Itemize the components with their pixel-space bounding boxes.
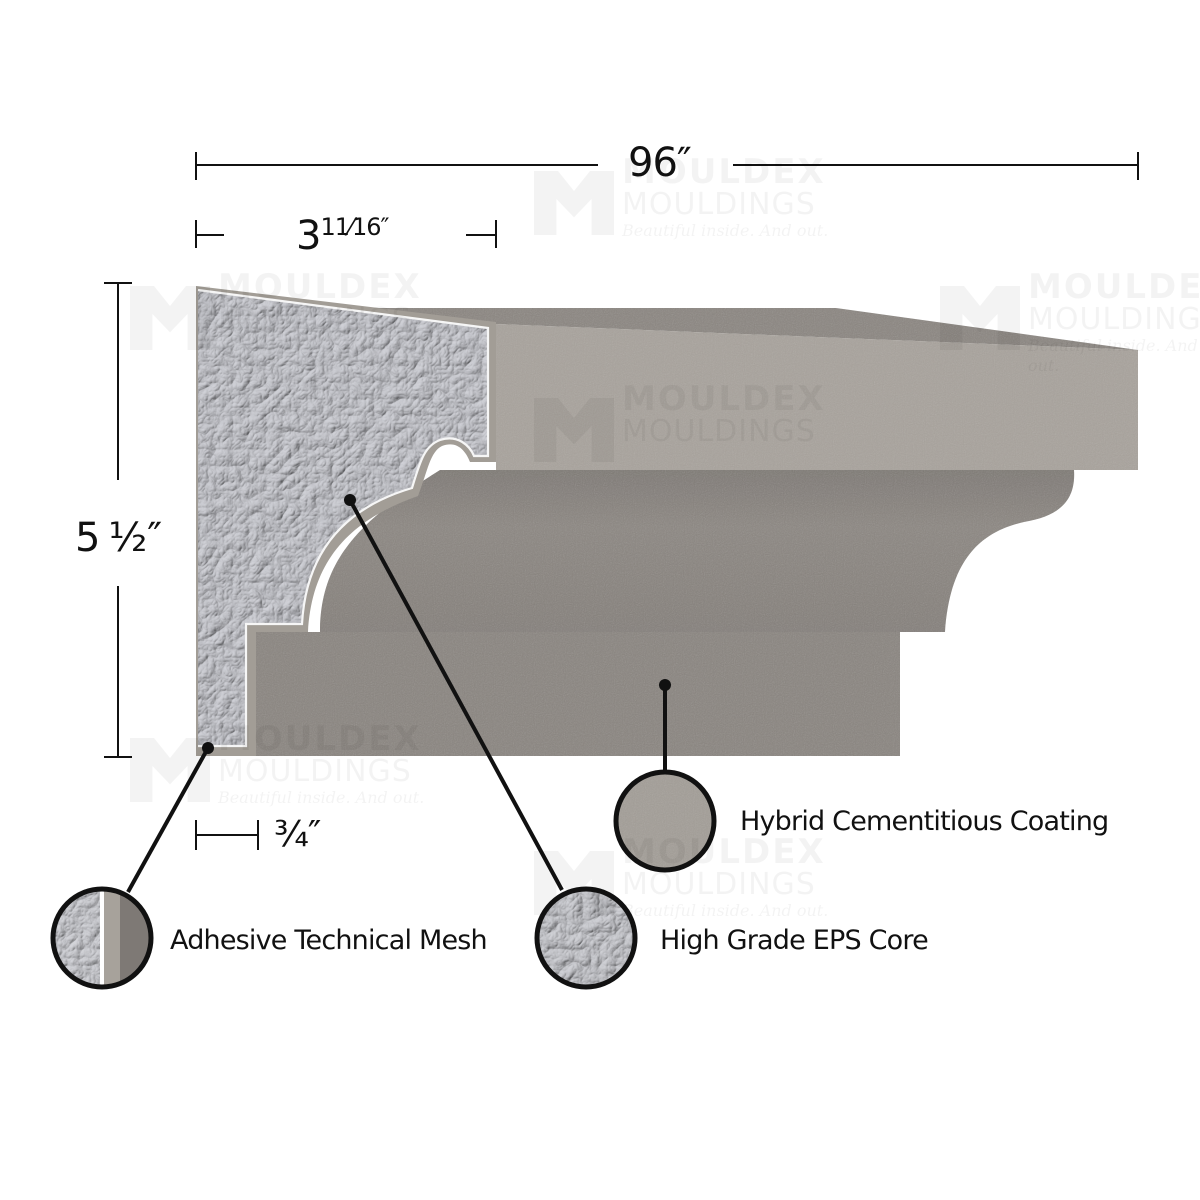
mesh-swatch-icon bbox=[50, 886, 154, 990]
legend-label-mesh: Adhesive Technical Mesh bbox=[170, 925, 488, 956]
length-dimension-label: 96″ bbox=[628, 140, 692, 186]
legend-label-coating: Hybrid Cementitious Coating bbox=[740, 806, 1109, 837]
coating-thickness-label: ¾″ bbox=[274, 814, 321, 855]
dimension-height bbox=[104, 282, 132, 758]
dimension-length bbox=[195, 152, 1139, 180]
callout-leaders bbox=[126, 494, 671, 893]
projection-whole: 3 bbox=[296, 213, 321, 259]
legend-label-core: High Grade EPS Core bbox=[660, 925, 929, 956]
core-swatch-icon bbox=[534, 886, 638, 990]
dimension-projection bbox=[195, 220, 497, 248]
dimension-coating bbox=[195, 820, 259, 850]
moulding-fascia bbox=[496, 324, 1138, 470]
mesh-edge-line bbox=[197, 288, 490, 748]
coating-swatch-icon bbox=[613, 769, 717, 873]
height-dimension-label: 5 ½″ bbox=[75, 515, 163, 561]
moulding-cove bbox=[320, 470, 1075, 632]
eps-core bbox=[198, 290, 488, 746]
moulding-body bbox=[196, 308, 1138, 756]
projection-dimension-label: 311⁄16″ bbox=[296, 213, 390, 259]
projection-fraction: 11⁄16″ bbox=[320, 213, 389, 241]
moulding-bottom-step bbox=[256, 632, 900, 756]
